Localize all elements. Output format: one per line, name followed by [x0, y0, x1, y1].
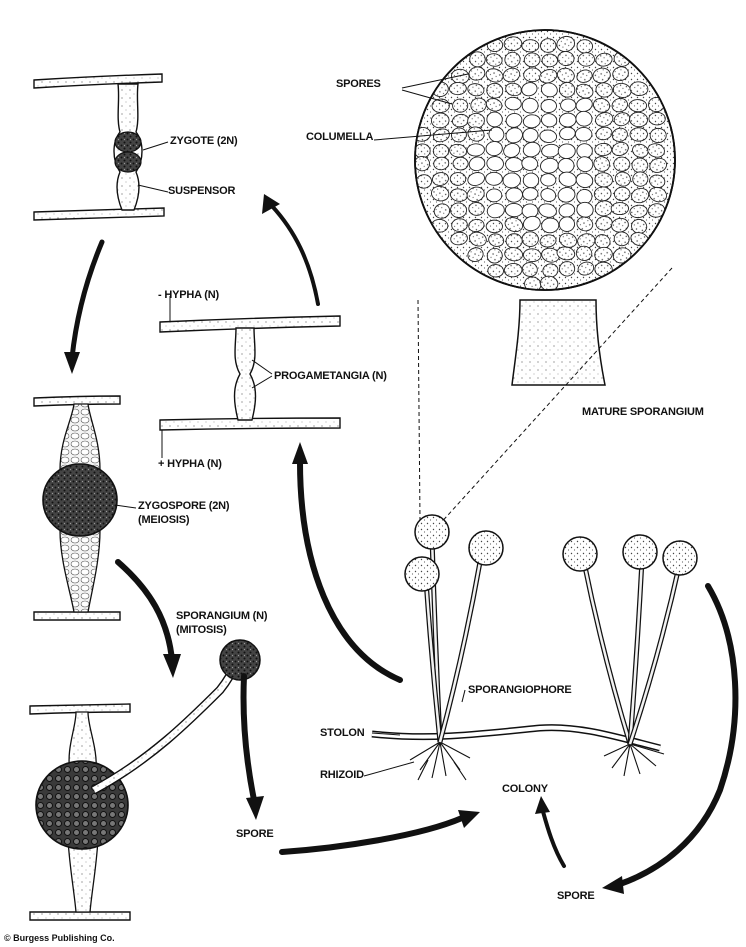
spore-cell	[611, 202, 629, 214]
spore-cell	[450, 172, 466, 185]
label-suspensor: SUSPENSOR	[168, 185, 235, 198]
spore-cell	[575, 127, 592, 141]
label-sporangiophore: SPORANGIOPHORE	[468, 684, 572, 697]
spore-cell	[614, 157, 631, 172]
spore-cell	[540, 39, 556, 53]
spore-cell	[594, 186, 611, 201]
label-sporangium-n: SPORANGIUM (N)	[176, 610, 267, 623]
label-plus-hypha: + HYPHA (N)	[158, 458, 222, 471]
spore-cell	[524, 68, 542, 82]
sporangium-head	[415, 515, 449, 549]
spore-cell	[595, 262, 613, 277]
label-minus-hypha: - HYPHA (N)	[158, 289, 219, 302]
label-colony: COLONY	[502, 783, 548, 796]
label-progametangia: PROGAMETANGIA (N)	[274, 370, 387, 383]
spore-cell	[576, 143, 592, 158]
spore-cell	[595, 143, 612, 156]
spore-cell	[433, 144, 449, 158]
publisher-credit: © Burgess Publishing Co.	[4, 933, 115, 943]
spore-cell	[560, 99, 575, 112]
label-columella: COLUMELLA	[306, 131, 373, 144]
spore-cell	[577, 39, 593, 53]
label-mitosis: (MITOSIS)	[176, 624, 227, 637]
spore-cell	[453, 157, 469, 170]
zygospore-stage-drawing	[34, 396, 136, 620]
sporangium-head	[663, 541, 697, 575]
sporangium-head	[405, 557, 439, 591]
spore-cell	[614, 187, 630, 201]
spore-cell	[558, 143, 576, 159]
spore-cell	[629, 99, 647, 112]
label-stolon: STOLON	[320, 727, 364, 740]
spore-cell	[486, 172, 503, 185]
label-spores: SPORES	[336, 78, 381, 91]
sporangium-head	[563, 537, 597, 571]
spore-cell	[578, 52, 595, 66]
label-zygospore: ZYGOSPORE (2N)	[138, 500, 229, 513]
spore-cell	[522, 204, 538, 219]
zygote-stage-drawing	[34, 74, 168, 220]
spore-cell	[506, 234, 523, 249]
mature-sporangium-drawing	[374, 30, 675, 526]
colony-drawing	[372, 515, 697, 780]
spore-cell	[450, 203, 467, 218]
spore-cell	[469, 52, 485, 68]
spore-cell	[505, 203, 523, 217]
label-zygote: ZYGOTE (2N)	[170, 135, 237, 148]
spore-cell	[486, 220, 503, 233]
spore-cell	[523, 173, 539, 188]
spore-cell	[522, 40, 539, 52]
label-rhizoid: RHIZOID	[320, 769, 364, 782]
sporangium-head	[623, 535, 657, 569]
spore-cell	[649, 112, 666, 125]
spore-cell	[542, 54, 558, 67]
spore-cell	[630, 128, 648, 142]
spore-cell	[541, 99, 557, 113]
label-spore-right: SPORE	[557, 890, 595, 903]
spore-cell	[488, 264, 504, 277]
spore-cell	[486, 189, 502, 203]
label-mature-sporangium: MATURE SPORANGIUM	[582, 406, 704, 419]
germinating-zygospore-drawing	[30, 640, 260, 920]
label-meiosis: (MEIOSIS)	[138, 514, 189, 527]
sporangium-head	[469, 531, 503, 565]
spore-cell	[452, 99, 467, 112]
label-spore-left: SPORE	[236, 828, 274, 841]
spore-cell	[650, 128, 666, 143]
